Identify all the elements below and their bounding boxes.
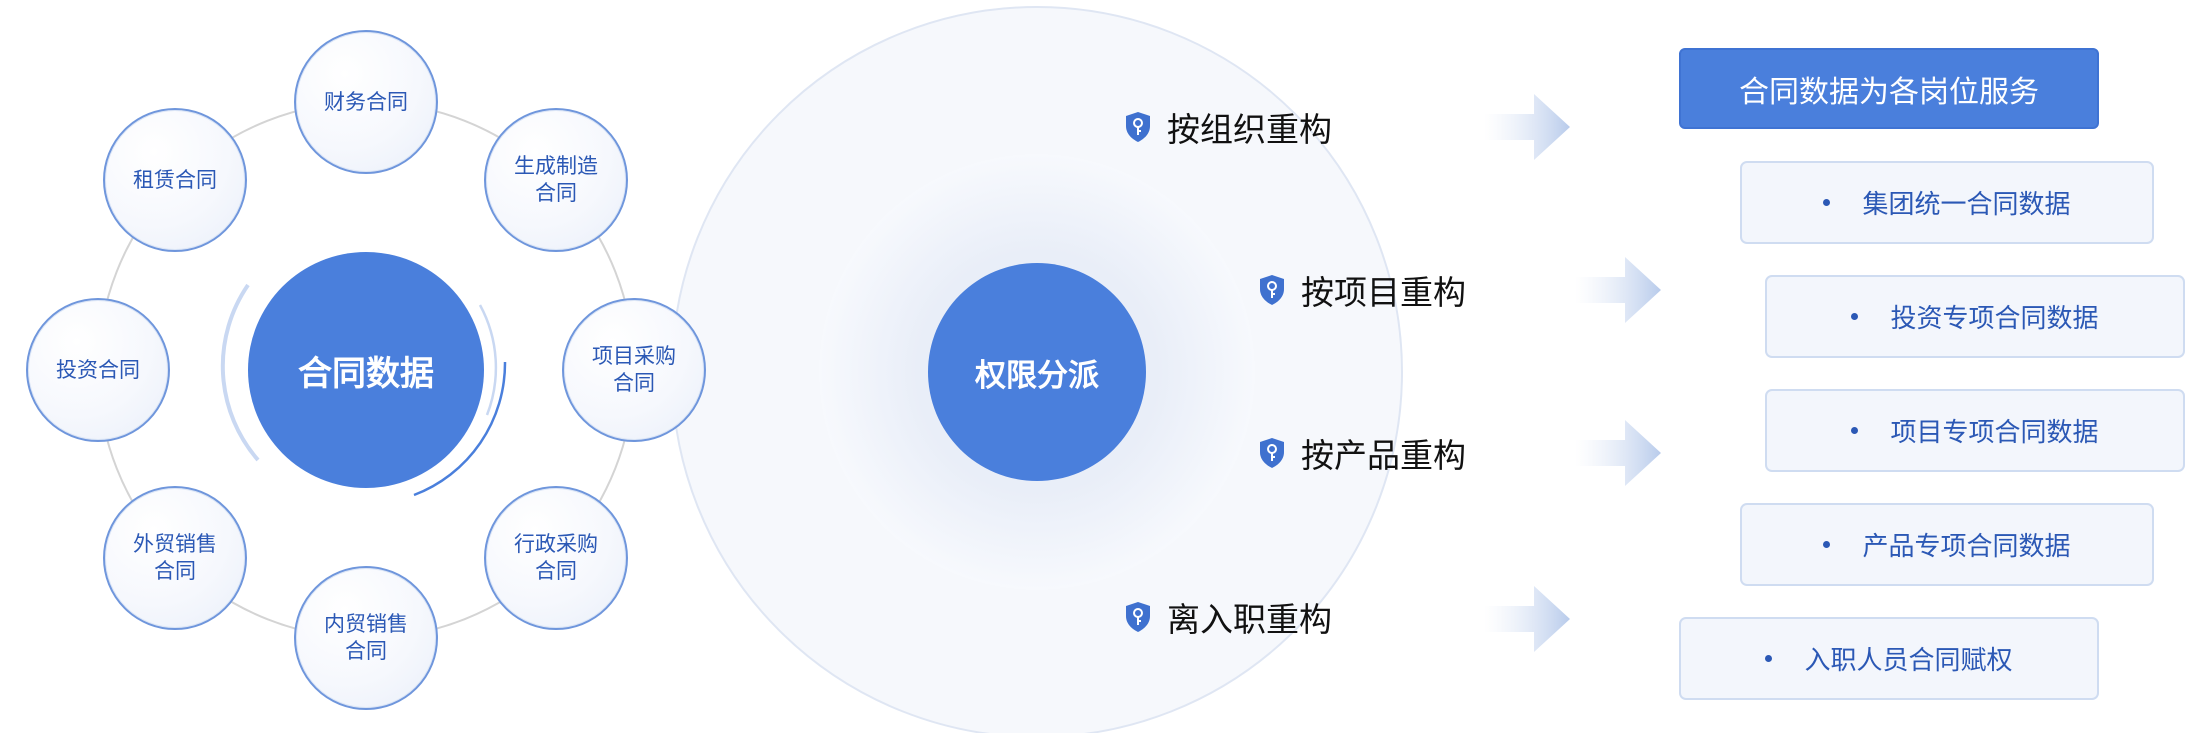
bullet-icon xyxy=(1823,541,1831,548)
restructure-by-org: 按组织重构 xyxy=(1125,105,1332,149)
restructure-by-onboarding: 离入职重构 xyxy=(1125,595,1332,639)
node-label: 财务合同 xyxy=(324,89,408,114)
node-label: 项目采购合同 xyxy=(592,344,676,395)
node-label: 生成制造合同 xyxy=(514,154,598,205)
label-text: 离入职重构 xyxy=(1167,600,1332,639)
contract-node[interactable]: 投资合同 xyxy=(26,298,170,442)
item-label: 产品专项合同数据 xyxy=(1862,532,2071,562)
permission-assign-hub: 权限分派 xyxy=(928,263,1146,481)
bullet-icon xyxy=(1851,427,1859,434)
bullet-icon xyxy=(1765,655,1773,662)
node-label: 投资合同 xyxy=(56,357,140,382)
hub-label: 权限分派 xyxy=(975,357,1099,394)
service-item[interactable]: 集团统一合同数据 xyxy=(1740,161,2154,244)
item-label: 入职人员合同赋权 xyxy=(1804,646,2013,676)
shield-key-icon xyxy=(1260,275,1284,305)
node-label: 内贸销售合同 xyxy=(324,612,408,663)
arrow-right-icon xyxy=(1484,586,1570,652)
contract-node[interactable]: 财务合同 xyxy=(294,30,438,174)
bullet-icon xyxy=(1823,199,1831,206)
arrow-right-icon xyxy=(1575,420,1661,486)
item-label: 投资专项合同数据 xyxy=(1890,304,2099,334)
restructure-by-product: 按产品重构 xyxy=(1259,431,1466,475)
label-text: 按组织重构 xyxy=(1167,110,1332,149)
contract-node[interactable]: 内贸销售合同 xyxy=(294,566,438,710)
bullet-icon xyxy=(1851,313,1859,320)
contract-node[interactable]: 行政采购合同 xyxy=(484,486,628,630)
decor-arc-right-light xyxy=(478,304,498,416)
hub-label: 合同数据 xyxy=(298,353,434,394)
contract-node[interactable]: 生成制造合同 xyxy=(484,108,628,252)
shield-key-icon xyxy=(1126,112,1150,142)
node-label: 行政采购合同 xyxy=(514,532,598,583)
item-label: 集团统一合同数据 xyxy=(1862,190,2071,220)
contract-node[interactable]: 外贸销售合同 xyxy=(103,486,247,630)
contract-data-hub: 合同数据 xyxy=(248,252,484,488)
service-header: 合同数据为各岗位服务 xyxy=(1679,48,2099,129)
label-text: 按项目重构 xyxy=(1301,273,1466,312)
service-item[interactable]: 入职人员合同赋权 xyxy=(1679,617,2099,700)
decor-arc-right-dark xyxy=(413,361,507,497)
contract-node[interactable]: 租赁合同 xyxy=(103,108,247,252)
contract-node[interactable]: 项目采购合同 xyxy=(562,298,706,442)
service-item[interactable]: 投资专项合同数据 xyxy=(1765,275,2185,358)
node-label: 租赁合同 xyxy=(133,167,217,192)
arrow-right-icon xyxy=(1575,257,1661,323)
service-item[interactable]: 项目专项合同数据 xyxy=(1765,389,2185,472)
arrow-right-icon xyxy=(1484,94,1570,160)
item-label: 项目专项合同数据 xyxy=(1890,418,2099,448)
decor-arc-left xyxy=(220,283,260,462)
shield-key-icon xyxy=(1260,438,1284,468)
label-text: 按产品重构 xyxy=(1301,436,1466,475)
shield-key-icon xyxy=(1126,602,1150,632)
node-label: 外贸销售合同 xyxy=(133,532,217,583)
restructure-by-project: 按项目重构 xyxy=(1259,268,1466,312)
service-item[interactable]: 产品专项合同数据 xyxy=(1740,503,2154,586)
header-text: 合同数据为各岗位服务 xyxy=(1739,74,2039,110)
